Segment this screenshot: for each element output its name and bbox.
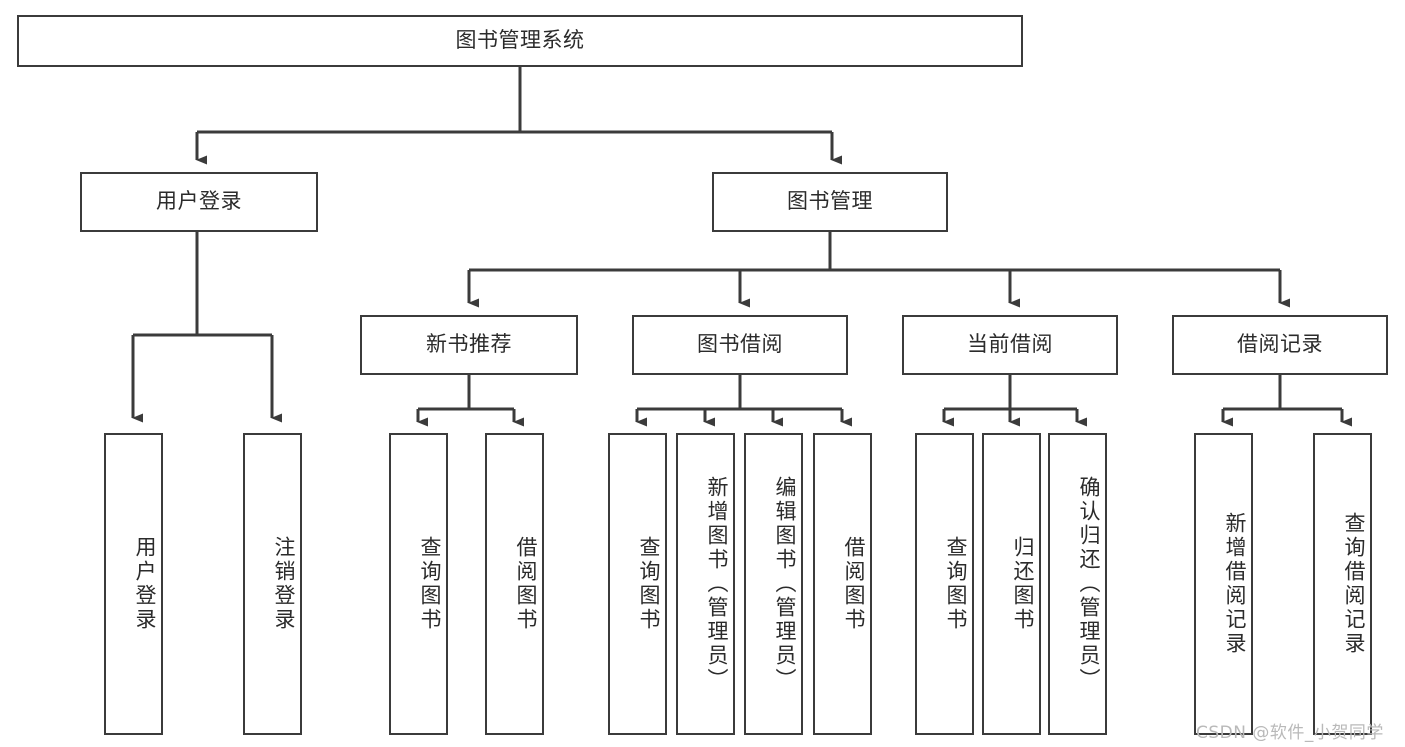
node-label: 查询图书 xyxy=(944,536,968,632)
leaf-confirm-return[interactable]: 确认归还（管理员） xyxy=(1048,433,1107,735)
node-label: 图书管理 xyxy=(787,189,873,214)
node-label: 查询借阅记录 xyxy=(1342,512,1366,656)
node-label: 图书管理系统 xyxy=(455,28,585,53)
node-label: 借阅图书 xyxy=(514,536,538,632)
node-label: 图书借阅 xyxy=(697,332,783,357)
node-label: 新增借阅记录 xyxy=(1223,512,1247,656)
leaf-logout-login[interactable]: 注销登录 xyxy=(243,433,302,735)
node-label: 当前借阅 xyxy=(967,332,1053,357)
leaf-edit-book[interactable]: 编辑图书（管理员） xyxy=(744,433,803,735)
leaf-borrow-book-recommend[interactable]: 借阅图书 xyxy=(485,433,544,735)
node-label: 查询图书 xyxy=(637,536,661,632)
node-root-system[interactable]: 图书管理系统 xyxy=(17,15,1023,67)
node-label: 注销登录 xyxy=(272,536,296,632)
node-label: 查询图书 xyxy=(418,536,442,632)
node-label: 确认归还（管理员） xyxy=(1077,476,1101,692)
csdn-watermark: CSDN @软件_小贺同学 xyxy=(1196,723,1384,743)
leaf-add-borrow-record[interactable]: 新增借阅记录 xyxy=(1194,433,1253,735)
node-label: 编辑图书（管理员） xyxy=(773,476,797,692)
node-borrow-record[interactable]: 借阅记录 xyxy=(1172,315,1388,375)
node-label: 借阅图书 xyxy=(842,536,866,632)
leaf-query-book-current[interactable]: 查询图书 xyxy=(915,433,974,735)
leaf-query-book-borrow[interactable]: 查询图书 xyxy=(608,433,667,735)
node-label: 新增图书（管理员） xyxy=(705,476,729,692)
leaf-query-borrow-record[interactable]: 查询借阅记录 xyxy=(1313,433,1372,735)
node-book-management[interactable]: 图书管理 xyxy=(712,172,948,232)
node-label: 用户登录 xyxy=(133,536,157,632)
node-new-book-recommend[interactable]: 新书推荐 xyxy=(360,315,578,375)
leaf-add-book[interactable]: 新增图书（管理员） xyxy=(676,433,735,735)
leaf-user-login[interactable]: 用户登录 xyxy=(104,433,163,735)
leaf-return-book[interactable]: 归还图书 xyxy=(982,433,1041,735)
leaf-query-book-recommend[interactable]: 查询图书 xyxy=(389,433,448,735)
node-current-borrow[interactable]: 当前借阅 xyxy=(902,315,1118,375)
node-label: 归还图书 xyxy=(1011,536,1035,632)
node-user-login[interactable]: 用户登录 xyxy=(80,172,318,232)
node-label: 新书推荐 xyxy=(426,332,512,357)
node-label: 借阅记录 xyxy=(1237,332,1323,357)
node-label: 用户登录 xyxy=(156,189,242,214)
node-book-borrow[interactable]: 图书借阅 xyxy=(632,315,848,375)
leaf-borrow-book[interactable]: 借阅图书 xyxy=(813,433,872,735)
